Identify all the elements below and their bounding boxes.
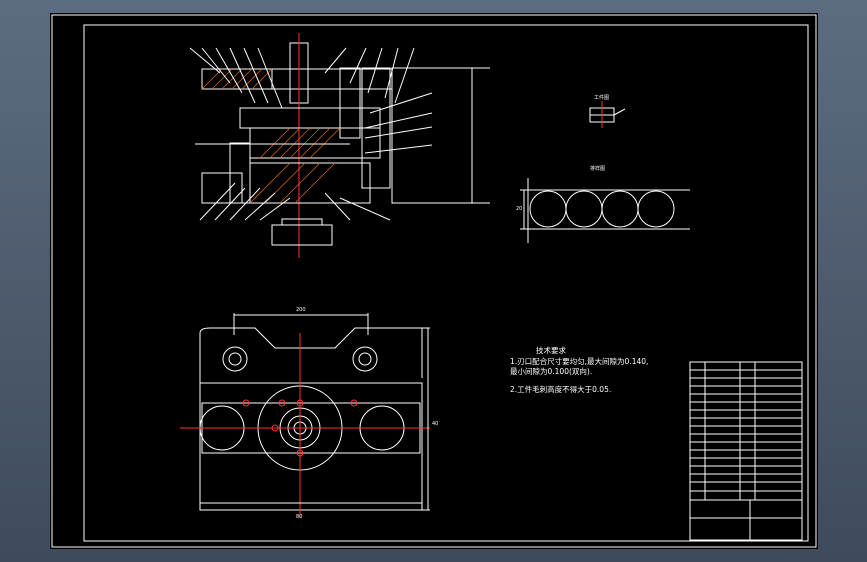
- plan-view: [180, 313, 430, 518]
- inner-frame: [83, 24, 809, 542]
- strip-label: 排样图: [590, 165, 605, 172]
- tech-req-1b: 最小间隙为0.100(双向).: [510, 366, 592, 376]
- part-label: 工件图: [594, 94, 609, 101]
- title-block: [689, 361, 803, 541]
- dim-side: 40: [432, 421, 438, 427]
- strip-layout: [520, 178, 690, 243]
- tech-req-1a: 1.刃口配合尺寸要均匀,最大间隙为0.140,: [510, 356, 648, 366]
- cad-drawing: 技术要求 1.刃口配合尺寸要均匀,最大间隙为0.140, 最小间隙为0.100(…: [51, 14, 817, 548]
- strip-dim: 20: [516, 206, 522, 212]
- section-view: [189, 33, 490, 258]
- drawing-sheet: 技术要求 1.刃口配合尺寸要均匀,最大间隙为0.140, 最小间隙为0.100(…: [50, 13, 818, 549]
- outer-frame: [51, 14, 817, 548]
- tech-req-2: 2.工件毛刺高度不得大于0.05.: [510, 384, 611, 394]
- dim-top: 200: [296, 307, 306, 313]
- part-drawing: [589, 101, 626, 128]
- tech-title: 技术要求: [536, 345, 566, 355]
- dim-bottom: 80: [296, 514, 302, 520]
